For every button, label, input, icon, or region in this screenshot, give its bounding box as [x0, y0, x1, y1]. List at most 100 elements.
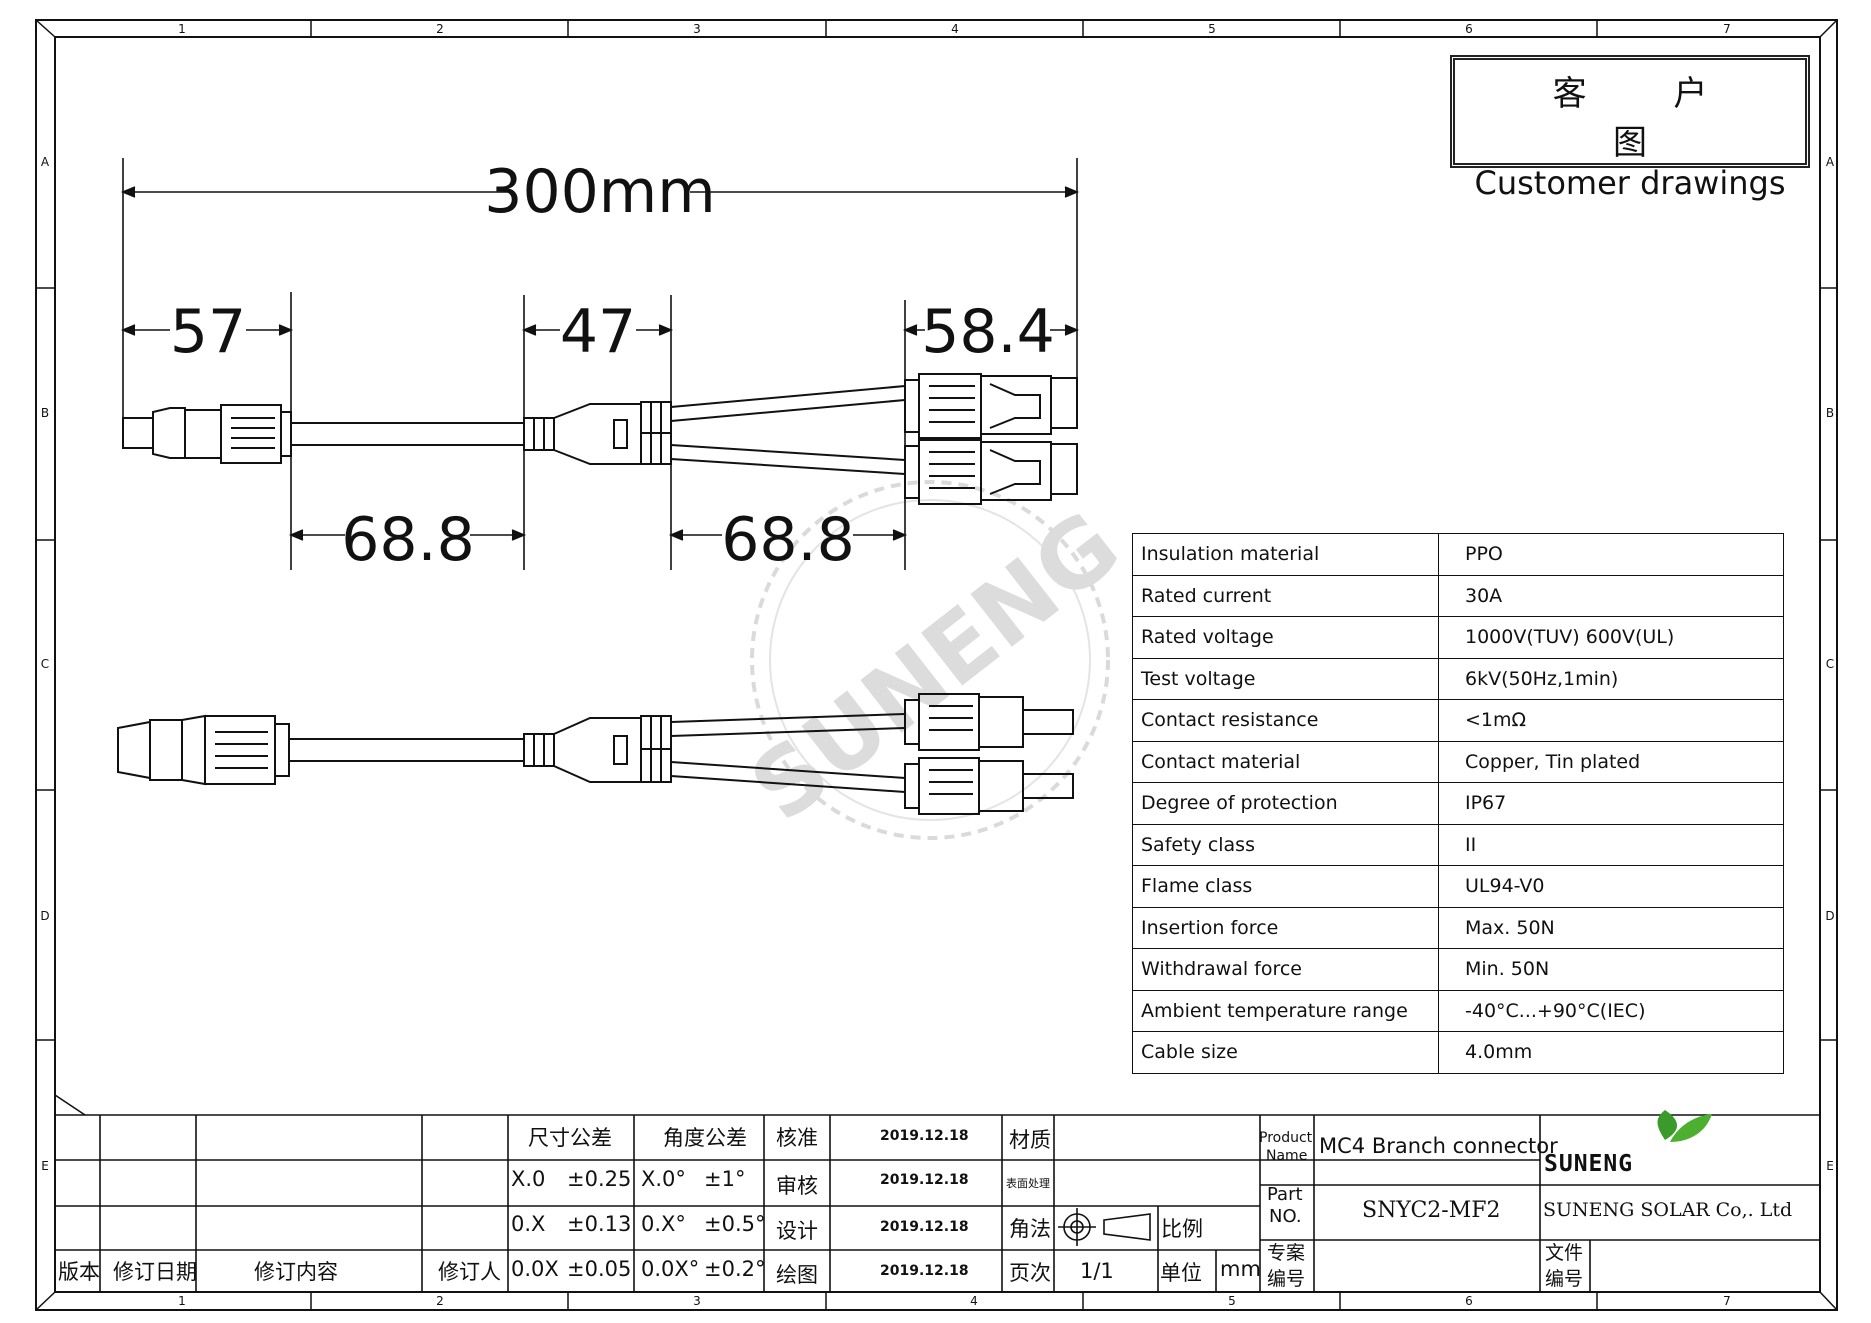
spec-value: Max. 50N [1438, 906, 1784, 949]
col-label-top-2: 2 [436, 22, 444, 36]
case-label-2: 编号 [1267, 1268, 1306, 1290]
spec-label: Cable size [1132, 1031, 1439, 1074]
col-label-bottom-4: 4 [970, 1294, 978, 1308]
tol-row-2-ang: 0.X° [641, 1212, 686, 1236]
rev-header-content: 修订内容 [254, 1260, 338, 1284]
spec-value: PPO [1438, 533, 1784, 576]
leaf-icon [1657, 1110, 1712, 1142]
scale-label: 比例 [1161, 1217, 1203, 1241]
row-label-left-D: D [40, 909, 49, 923]
rev-header-version: 版本 [58, 1260, 100, 1284]
date-design: 2019.12.18 [880, 1219, 969, 1235]
tol-row-2-ang-tol: ±0.5° [704, 1212, 766, 1236]
row-label-right-A: A [1826, 155, 1835, 169]
unit-value: mm [1220, 1257, 1261, 1281]
col-label-bottom-3: 3 [693, 1294, 701, 1308]
tol-row-2-dim-tol: ±0.13 [567, 1212, 632, 1236]
date-review: 2019.12.18 [880, 1172, 969, 1188]
title-en: Customer drawings [1474, 164, 1786, 202]
material-label: 材质 [1009, 1128, 1051, 1152]
spec-label: Contact material [1132, 740, 1439, 783]
col-label-top-5: 5 [1208, 22, 1216, 36]
row-label-right-B: B [1826, 406, 1834, 420]
ang-tol-header: 角度公差 [663, 1126, 747, 1150]
tol-row-3-dim: 0.0X [511, 1257, 559, 1281]
surface-label: 表面处理 [1006, 1177, 1050, 1190]
spec-label: Contact resistance [1132, 699, 1439, 742]
role-review: 审核 [776, 1174, 818, 1198]
role-approve: 核准 [776, 1126, 818, 1150]
col-label-bottom-6: 6 [1465, 1294, 1473, 1308]
spec-value: <1mΩ [1438, 699, 1784, 742]
spec-label: Ambient temperature range [1132, 989, 1439, 1032]
file-label-1: 文件 [1545, 1242, 1584, 1264]
spec-label: Rated voltage [1132, 616, 1439, 659]
part-label-1: Part [1267, 1184, 1303, 1205]
title-box: 客 户 图 Customer drawings [1450, 55, 1810, 202]
tol-row-3-ang: 0.0X° [641, 1257, 700, 1281]
spec-label: Insertion force [1132, 906, 1439, 949]
row-label-right-C: C [1826, 657, 1834, 671]
spec-label: Withdrawal force [1132, 948, 1439, 991]
row-label-right-D: D [1825, 909, 1834, 923]
col-label-top-4: 4 [951, 22, 959, 36]
col-label-bottom-2: 2 [436, 1294, 444, 1308]
tol-row-1-dim: X.0 [511, 1167, 546, 1191]
file-label-2: 编号 [1545, 1268, 1584, 1290]
spec-label: Degree of protection [1132, 782, 1439, 825]
col-label-bottom-7: 7 [1723, 1294, 1731, 1308]
spec-row: Contact resistance<1mΩ [1132, 699, 1784, 742]
title-cn: 客 户 图 [1552, 74, 1746, 163]
tol-row-2-dim: 0.X [511, 1212, 546, 1236]
col-label-top-3: 3 [693, 22, 701, 36]
dimension-lines [120, 158, 1080, 570]
spec-value: Copper, Tin plated [1438, 740, 1784, 783]
spec-label: Test voltage [1132, 657, 1439, 700]
outer-border [35, 19, 1838, 1311]
role-draw: 绘图 [776, 1263, 818, 1287]
row-label-left-B: B [41, 406, 49, 420]
spec-row: Ambient temperature range-40°C...+90°C(I… [1132, 989, 1784, 1032]
spec-label: Rated current [1132, 574, 1439, 617]
date-approve: 2019.12.18 [880, 1128, 969, 1144]
tol-row-1-dim-tol: ±0.25 [567, 1167, 632, 1191]
spec-value: 30A [1438, 574, 1784, 617]
date-draw: 2019.12.18 [880, 1263, 969, 1279]
inner-frame [54, 36, 1821, 1293]
row-label-left-C: C [41, 657, 49, 671]
spec-value: IP67 [1438, 782, 1784, 825]
title-block-grid [54, 1094, 1820, 1292]
column-ticks [36, 20, 1837, 1310]
dim-branch-body: 47 [560, 297, 636, 367]
part-label-2: NO. [1269, 1206, 1302, 1227]
product-name: MC4 Branch connector [1319, 1134, 1558, 1158]
row-label-left-A: A [41, 155, 50, 169]
dim-right-cable: 68.8 [721, 505, 855, 575]
page-value: 1/1 [1080, 1259, 1114, 1283]
col-label-bottom-5: 5 [1228, 1294, 1236, 1308]
rev-header-reviser: 修订人 [438, 1260, 501, 1284]
rev-header-date: 修订日期 [113, 1260, 197, 1284]
company-logo: SUNENG [1544, 1151, 1634, 1177]
spec-value: 4.0mm [1438, 1031, 1784, 1074]
col-label-bottom-1: 1 [178, 1294, 186, 1308]
projection-symbol [1058, 1208, 1151, 1246]
bottom-assembly [117, 693, 1074, 815]
dim-left-cable: 68.8 [341, 505, 475, 575]
product-label-2: Name [1266, 1148, 1308, 1164]
spec-value: -40°C...+90°C(IEC) [1438, 989, 1784, 1032]
spec-value: 6kV(50Hz,1min) [1438, 657, 1784, 700]
unit-label: 单位 [1160, 1261, 1202, 1285]
spec-label: Insulation material [1132, 533, 1439, 576]
